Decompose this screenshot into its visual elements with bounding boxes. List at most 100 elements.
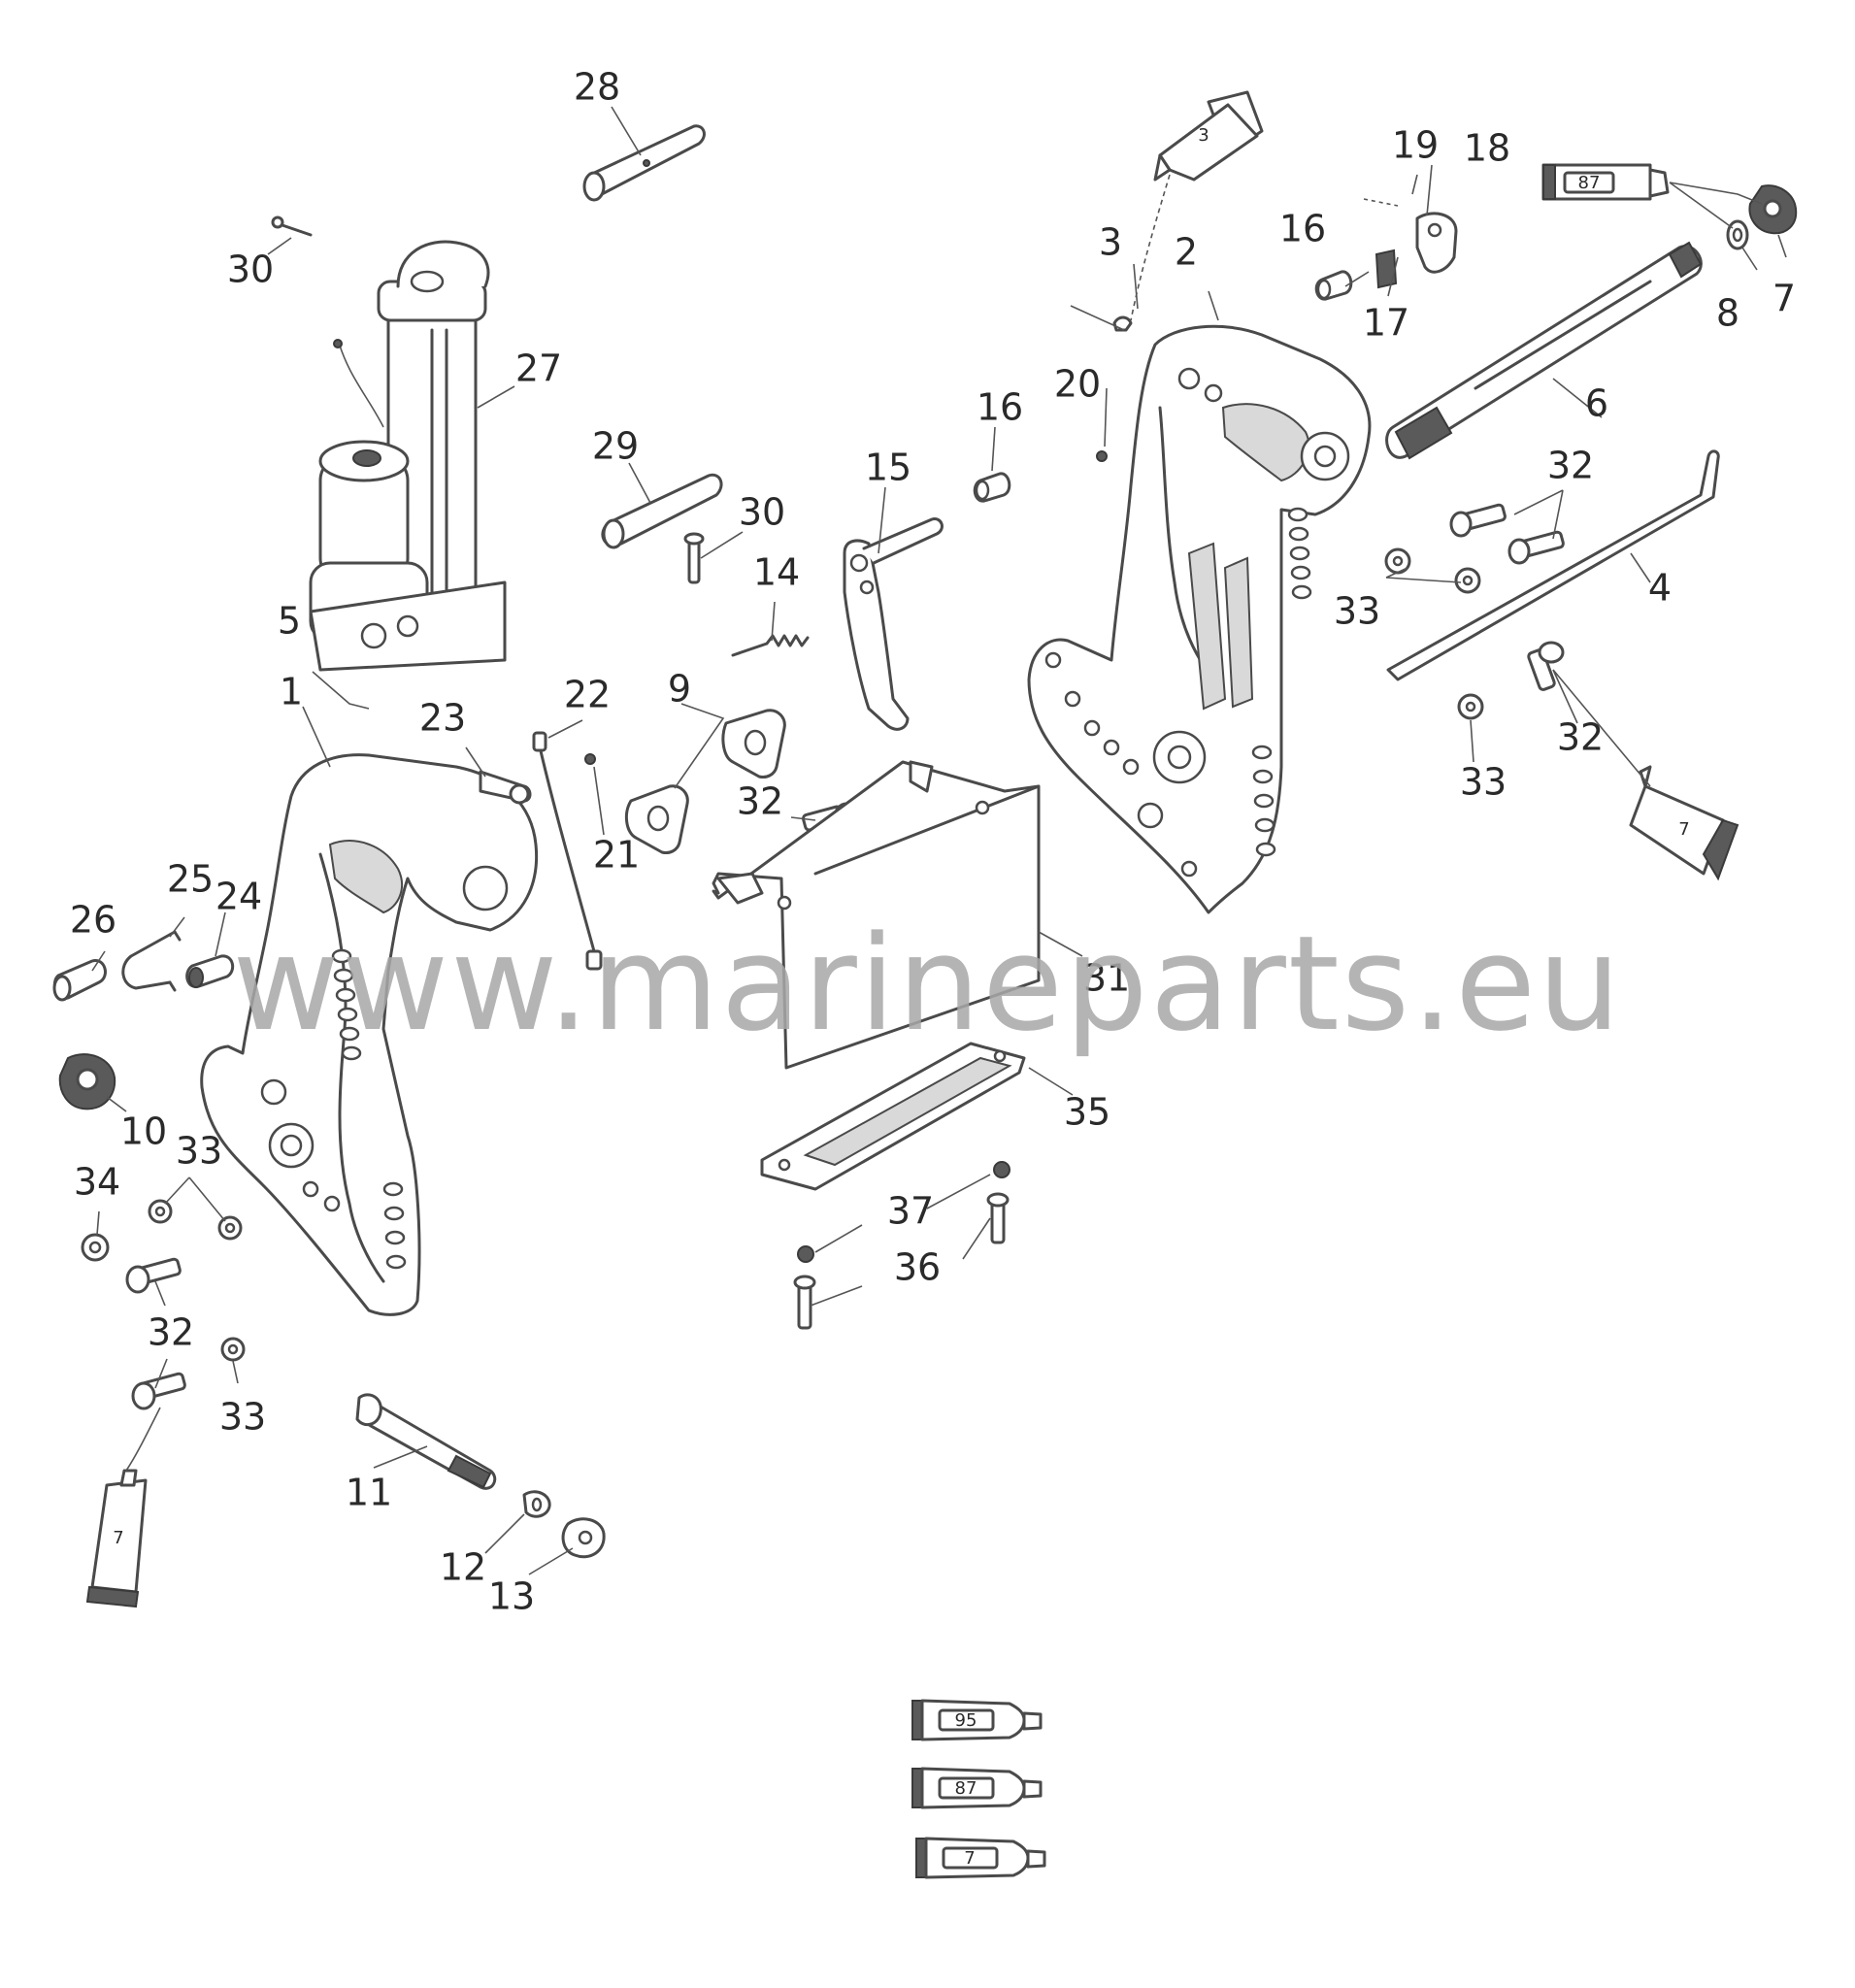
part-9-plate-lower <box>624 784 689 854</box>
legend-tube-95-label: 95 <box>955 1710 977 1731</box>
callout-18: 18 <box>1464 127 1510 170</box>
callout-8: 8 <box>1716 292 1739 335</box>
part-33-nut-right-b <box>1454 567 1481 594</box>
part-30-screw-upper <box>271 215 313 237</box>
part-2-starboard-transom-bracket <box>1027 324 1372 914</box>
legend-tube-7: 7 <box>915 1837 1046 1879</box>
part-7-tilt-tube-nut <box>1748 184 1798 235</box>
legend-tube-7-label: 7 <box>964 1848 975 1869</box>
part-20-nut-small <box>1096 450 1108 462</box>
part-35-plate <box>760 1042 1026 1191</box>
legend-tube-87: 87 <box>911 1767 1043 1809</box>
part-13-nut <box>561 1517 606 1559</box>
callout-3: 3 <box>1099 221 1122 264</box>
part-22-ground-strap <box>532 731 603 971</box>
part-36-screw-right <box>986 1192 1010 1244</box>
part-33-nut-left-a <box>148 1199 173 1224</box>
part-24-bushing <box>185 954 235 989</box>
part-32-bolt-left-upper <box>125 1257 182 1294</box>
part-3-grease-fitting <box>1112 315 1133 332</box>
part-32-bolt-right-upper-a <box>1449 503 1507 538</box>
legend-tube-87-label: 87 <box>955 1778 977 1799</box>
part-6-tilt-tube <box>1385 241 1703 460</box>
part-36-screw-left <box>793 1275 816 1330</box>
callout-27: 27 <box>515 348 562 390</box>
callout-32-left: 32 <box>148 1311 194 1354</box>
callout-1: 1 <box>280 671 303 713</box>
callout-35: 35 <box>1064 1091 1110 1134</box>
callout-23: 23 <box>419 697 466 740</box>
part-34-nut <box>81 1233 110 1262</box>
callout-19: 19 <box>1392 124 1439 167</box>
callout-labels: 1 2 3 4 5 6 7 8 9 10 11 12 13 14 15 16 1… <box>70 66 1796 1618</box>
part-32-bolt-left-lower <box>131 1372 186 1410</box>
callout-5: 5 <box>278 600 301 643</box>
callout-24: 24 <box>215 876 262 918</box>
callout-14: 14 <box>753 551 800 594</box>
callout-6: 6 <box>1585 382 1608 425</box>
bracket-2-hole-column-b <box>1251 745 1276 857</box>
part-11-bolt-long <box>355 1393 497 1490</box>
callout-26: 26 <box>70 899 116 942</box>
callout-2: 2 <box>1175 231 1198 274</box>
part-33-nut-left-c <box>220 1337 246 1362</box>
callout-33-right-upper: 33 <box>1334 590 1380 633</box>
callout-36: 36 <box>894 1246 941 1289</box>
part-19-pin-small <box>1363 198 1399 207</box>
part-27-trim-cylinder-assembly <box>309 240 507 672</box>
tube-87-upper-label: 87 <box>1578 173 1601 193</box>
bracket-1-hole-column-b <box>382 1181 407 1270</box>
watermark-text: www.marineparts.eu <box>232 908 1623 1060</box>
callout-30-lower: 30 <box>739 491 785 534</box>
leader-lines <box>91 106 1787 1575</box>
part-12-washer <box>522 1490 551 1518</box>
callout-25: 25 <box>167 858 214 901</box>
part-17-spring-small <box>1375 248 1398 289</box>
callout-7: 7 <box>1772 278 1796 320</box>
part-23-bolt <box>479 770 532 805</box>
callout-34: 34 <box>74 1161 120 1204</box>
tube-7-right: 7 <box>1629 765 1739 881</box>
callout-29: 29 <box>592 425 639 468</box>
callout-31: 31 <box>1083 957 1130 1000</box>
part-16-bushing-lower <box>973 472 1011 503</box>
part-8-washer <box>1726 219 1749 250</box>
part-18-bracket-tab <box>1415 212 1458 274</box>
part-37-washer-right <box>993 1161 1010 1178</box>
tube-7-right-label: 7 <box>1678 819 1689 840</box>
part-9-plate-upper <box>721 709 786 779</box>
legend-tube-95: 95 <box>911 1699 1043 1741</box>
callout-11: 11 <box>346 1472 392 1514</box>
callout-16-lower: 16 <box>977 386 1023 429</box>
callout-15: 15 <box>865 447 911 489</box>
callout-33-right-lower: 33 <box>1460 761 1507 804</box>
bracket-2-hole-column-a <box>1287 507 1312 600</box>
callout-13: 13 <box>488 1575 535 1618</box>
callout-20: 20 <box>1054 363 1101 406</box>
callout-32-center: 32 <box>737 780 783 823</box>
part-1-port-transom-bracket <box>200 753 539 1316</box>
bracket-1-hole-column-a <box>331 948 362 1061</box>
part-31-cover <box>712 760 1041 1070</box>
part-32-bolt-right-lower <box>1527 641 1565 691</box>
callout-33-left-upper: 33 <box>176 1130 222 1173</box>
callout-22: 22 <box>564 674 611 716</box>
part-33-nut-left-b <box>217 1215 243 1241</box>
callout-28: 28 <box>574 66 620 109</box>
callout-32-right-upper: 32 <box>1547 445 1594 487</box>
callout-10: 10 <box>120 1110 167 1153</box>
callout-4: 4 <box>1648 567 1672 610</box>
tube-87-upper: 87 <box>1541 163 1670 201</box>
part-16-bushing-upper <box>1314 270 1353 301</box>
tube-3-label: 3 <box>1198 125 1209 146</box>
part-10-nut-large <box>58 1053 116 1110</box>
callout-32-right-lower: 32 <box>1557 716 1604 759</box>
tube-3-upper: 3 <box>1153 90 1264 182</box>
part-25-u-bolt <box>121 930 182 992</box>
callout-12: 12 <box>440 1546 486 1589</box>
part-21-nut <box>584 753 596 765</box>
callout-21: 21 <box>593 834 640 877</box>
part-32-bolt-right-upper-b <box>1507 530 1565 565</box>
callout-9: 9 <box>668 668 691 711</box>
